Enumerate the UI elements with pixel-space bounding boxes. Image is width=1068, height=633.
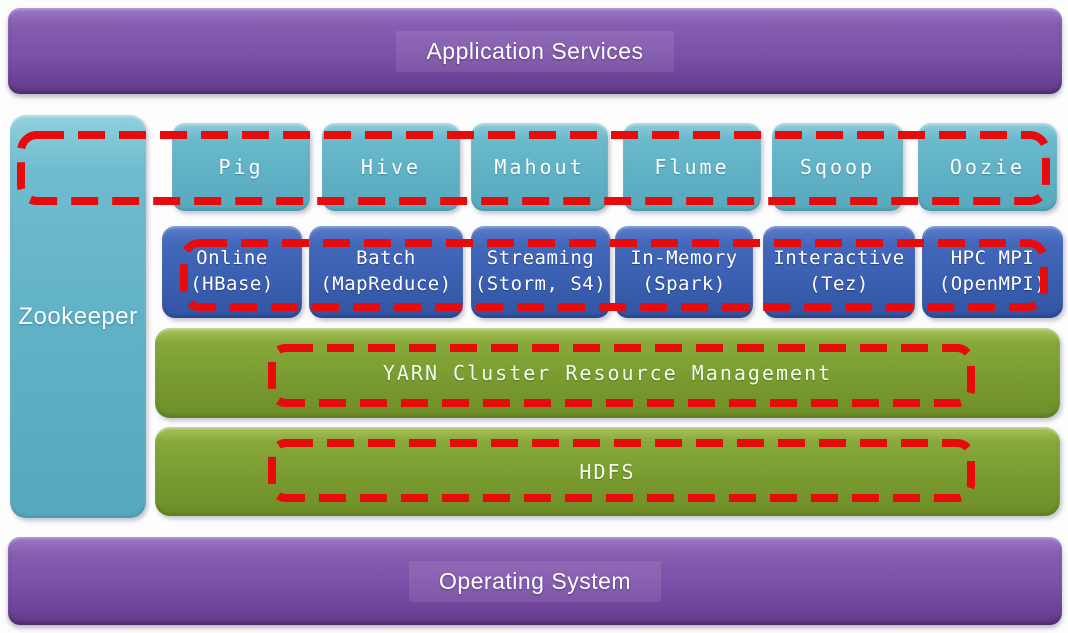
engine-box-interactive-tez: Interactive (Tez) <box>763 226 915 318</box>
engine-sublabel-mapreduce: (MapReduce) <box>320 273 452 295</box>
engine-box-batch-mapreduce: Batch (MapReduce) <box>309 226 463 318</box>
zookeeper-column: Zookeeper <box>10 115 146 518</box>
engine-sublabel-tez: (Tez) <box>809 273 869 295</box>
engine-sublabel-hbase: (HBase) <box>190 273 274 295</box>
service-box-sqoop: Sqoop <box>772 123 903 211</box>
application-services-label: Application Services <box>396 30 674 72</box>
service-box-hive: Hive <box>322 123 460 211</box>
engine-box-inmemory-spark: In-Memory (Spark) <box>615 226 753 318</box>
engine-sublabel-storm-s4: (Storm, S4) <box>474 273 607 295</box>
engine-label-hpc-mpi: HPC MPI <box>950 247 1035 270</box>
service-label-mahout: Mahout <box>494 155 585 179</box>
service-label-oozie: Oozie <box>949 155 1026 179</box>
engine-label-inmemory: In-Memory <box>630 247 738 270</box>
operating-system-bar: Operating System <box>8 537 1062 625</box>
service-box-mahout: Mahout <box>471 123 608 211</box>
engine-box-hpc-mpi-openmpi: HPC MPI (OpenMPI) <box>922 226 1063 318</box>
service-box-flume: Flume <box>623 123 761 211</box>
service-box-pig: Pig <box>172 123 310 211</box>
service-label-hive: Hive <box>360 155 422 179</box>
service-label-flume: Flume <box>654 155 730 179</box>
application-services-bar: Application Services <box>8 8 1062 94</box>
hdfs-bar: HDFS <box>155 427 1060 516</box>
yarn-label: YARN Cluster Resource Management <box>382 361 833 385</box>
engine-label-interactive: Interactive <box>773 247 905 270</box>
yarn-resource-management-bar: YARN Cluster Resource Management <box>155 328 1060 418</box>
engine-sublabel-spark: (Spark) <box>642 273 726 295</box>
zookeeper-label: Zookeeper <box>18 302 138 330</box>
engine-label-streaming: Streaming <box>486 247 595 270</box>
engine-label-batch: Batch <box>356 247 416 270</box>
service-label-pig: Pig <box>218 155 264 179</box>
hdfs-label: HDFS <box>579 459 636 484</box>
engine-sublabel-openmpi: (OpenMPI) <box>938 273 1047 295</box>
engine-box-online-hbase: Online (HBase) <box>162 226 302 318</box>
service-box-oozie: Oozie <box>918 123 1057 211</box>
engine-box-streaming-storm-s4: Streaming (Storm, S4) <box>471 226 610 318</box>
operating-system-label: Operating System <box>408 560 662 602</box>
service-label-sqoop: Sqoop <box>799 155 876 179</box>
engine-label-online: Online <box>196 247 268 270</box>
